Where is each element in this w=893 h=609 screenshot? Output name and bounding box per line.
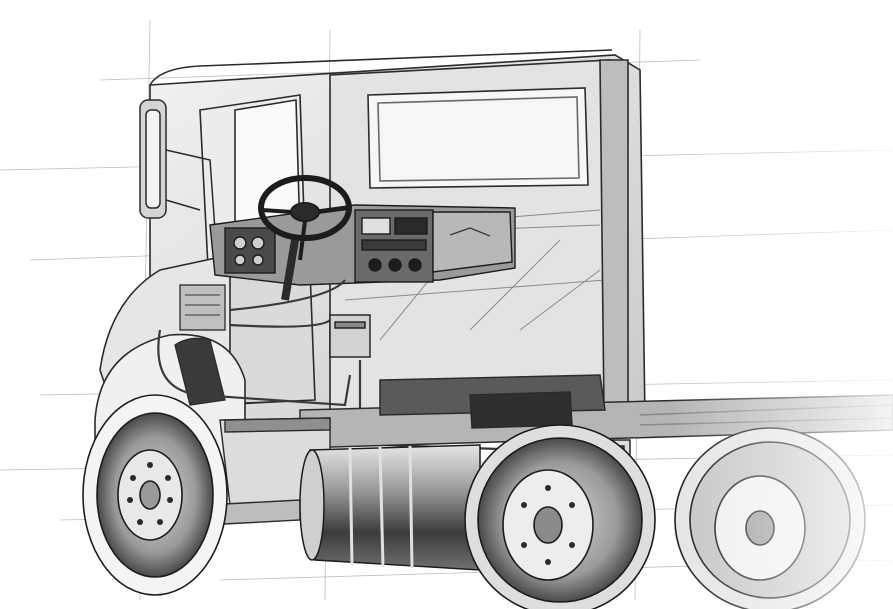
- fade-overlay: [0, 0, 893, 609]
- truck-cutaway-drawing: [0, 0, 893, 609]
- truck-illustration: [0, 0, 893, 609]
